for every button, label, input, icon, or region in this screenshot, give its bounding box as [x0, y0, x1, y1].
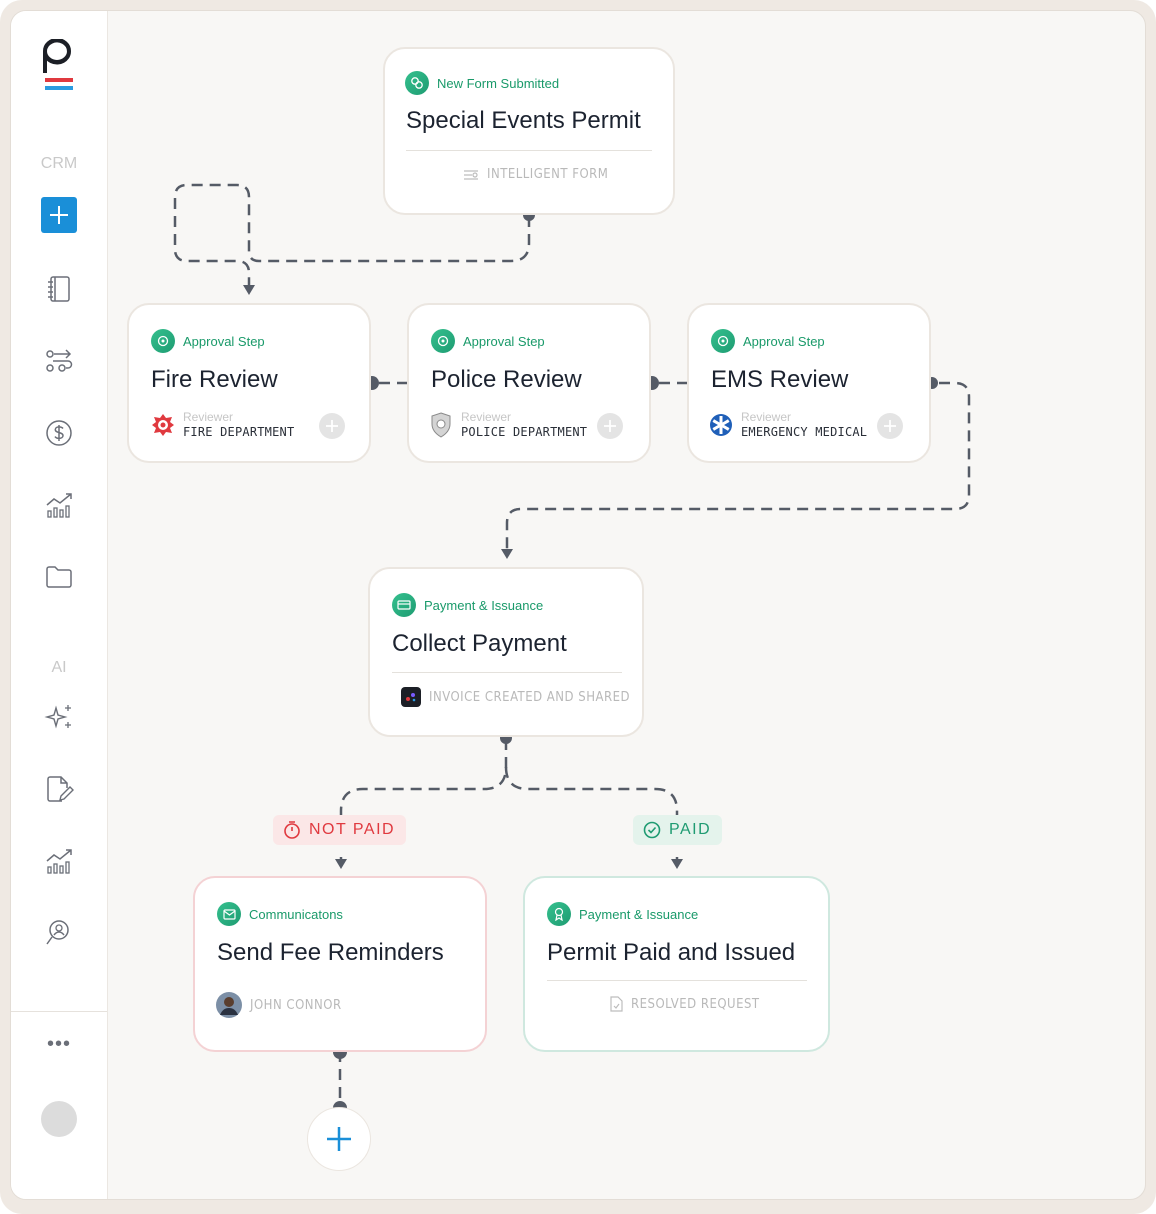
approval-icon	[431, 329, 455, 353]
reviewer-name: FIRE DEPARTMENT	[183, 425, 295, 439]
user-avatar[interactable]	[41, 1101, 77, 1137]
footer-label: RESOLVED REQUEST	[631, 996, 760, 1012]
tag-label: Payment & Issuance	[424, 597, 544, 613]
arrow-head	[671, 859, 683, 869]
sidebar-divider	[11, 1011, 107, 1012]
card-tag: New Form Submitted	[405, 71, 559, 95]
fire-department-badge-icon	[152, 414, 174, 436]
tag-label: Approval Step	[463, 333, 545, 349]
add-reviewer-icon[interactable]	[877, 413, 903, 439]
arrow-head	[243, 285, 255, 295]
invoice-app-icon	[401, 687, 421, 707]
card-divider	[392, 672, 622, 673]
edit-document-icon[interactable]	[41, 771, 77, 807]
card-footer: RESOLVED REQUEST	[609, 996, 760, 1012]
tag-label: Approval Step	[743, 333, 825, 349]
collect-payment-card[interactable]: Payment & Issuance Collect Payment INVOI…	[368, 567, 644, 737]
more-menu-icon[interactable]: •••	[46, 1033, 71, 1055]
analytics-icon[interactable]	[41, 843, 77, 879]
add-icon[interactable]	[41, 197, 77, 233]
trigger-card[interactable]: New Form Submitted Special Events Permit…	[383, 47, 675, 215]
approval-icon	[711, 329, 735, 353]
mail-icon	[217, 902, 241, 926]
tag-label: Payment & Issuance	[579, 906, 699, 922]
card-title: Fire Review	[151, 366, 278, 393]
sidebar: CRM AI •••	[11, 11, 108, 1199]
intelligent-form-icon	[464, 169, 478, 180]
tag-label: New Form Submitted	[437, 75, 560, 91]
dollar-icon[interactable]	[41, 415, 77, 451]
timer-icon	[284, 821, 300, 839]
card-title: Permit Paid and Issued	[547, 939, 796, 966]
arrow-head	[335, 859, 347, 869]
card-footer: JOHN CONNOR	[216, 992, 342, 1018]
card-tag: Payment & Issuance	[392, 593, 543, 617]
payment-icon	[392, 593, 416, 617]
card-tag: Communicatons	[217, 902, 343, 926]
reviewer-name: EMERGENCY MEDICAL	[741, 425, 868, 439]
ai-section-label: AI	[51, 659, 67, 676]
card-title: EMS Review	[711, 366, 849, 393]
card-title: Police Review	[431, 366, 582, 393]
form-icon	[405, 71, 429, 95]
brand-logo[interactable]	[41, 38, 77, 95]
send-fee-reminders-card[interactable]: Communicatons Send Fee Reminders JOHN CO…	[193, 876, 487, 1052]
search-person-icon[interactable]	[41, 915, 77, 951]
star-of-life-icon	[710, 414, 732, 436]
card-tag: Approval Step	[151, 329, 265, 353]
footer-label: JOHN CONNOR	[250, 997, 342, 1013]
footer-label: INTELLIGENT FORM	[487, 167, 609, 182]
reviewer-label: Reviewer	[741, 410, 792, 424]
certificate-icon	[547, 902, 571, 926]
card-title: Send Fee Reminders	[217, 939, 444, 966]
notebook-icon[interactable]	[41, 271, 77, 307]
card-footer: INVOICE CREATED AND SHARED	[401, 687, 630, 707]
assignee-avatar	[216, 992, 242, 1018]
paid-branch-label: PAID	[633, 815, 722, 845]
branch-text: PAID	[669, 821, 712, 838]
approval-icon	[151, 329, 175, 353]
reviewer-name: POLICE DEPARTMENT	[461, 425, 588, 439]
crm-section-label: CRM	[40, 155, 78, 172]
card-title: Collect Payment	[392, 630, 567, 657]
analytics-icon[interactable]	[41, 487, 77, 523]
sparkle-icon[interactable]	[41, 699, 77, 735]
branch-text: NOT PAID	[309, 821, 396, 838]
add-step-button[interactable]	[307, 1107, 371, 1171]
tag-label: Approval Step	[183, 333, 265, 349]
footer-label: INVOICE CREATED AND SHARED	[429, 689, 631, 705]
not-paid-branch-label: NOT PAID	[273, 815, 406, 845]
arrow-head	[501, 549, 513, 559]
app-window: CRM AI •••	[10, 10, 1146, 1200]
workflow-icon[interactable]	[41, 343, 77, 379]
check-circle-icon	[643, 821, 661, 839]
reviewer-label: Reviewer	[183, 410, 234, 424]
card-footer: INTELLIGENT FORM	[463, 167, 608, 182]
card-tag: Approval Step	[711, 329, 825, 353]
card-tag: Payment & Issuance	[547, 902, 698, 926]
add-reviewer-icon[interactable]	[319, 413, 345, 439]
permit-issued-card[interactable]: Payment & Issuance Permit Paid and Issue…	[523, 876, 830, 1052]
plus-icon	[327, 1127, 351, 1151]
folder-icon[interactable]	[41, 559, 77, 595]
document-check-icon	[610, 996, 623, 1012]
card-divider	[547, 980, 807, 981]
police-badge-icon	[431, 412, 451, 438]
add-reviewer-icon[interactable]	[597, 413, 623, 439]
card-tag: Approval Step	[431, 329, 545, 353]
tag-label: Communicatons	[249, 906, 343, 922]
card-divider	[406, 150, 652, 151]
reviewer-label: Reviewer	[461, 410, 512, 424]
card-title: Special Events Permit	[406, 107, 641, 134]
